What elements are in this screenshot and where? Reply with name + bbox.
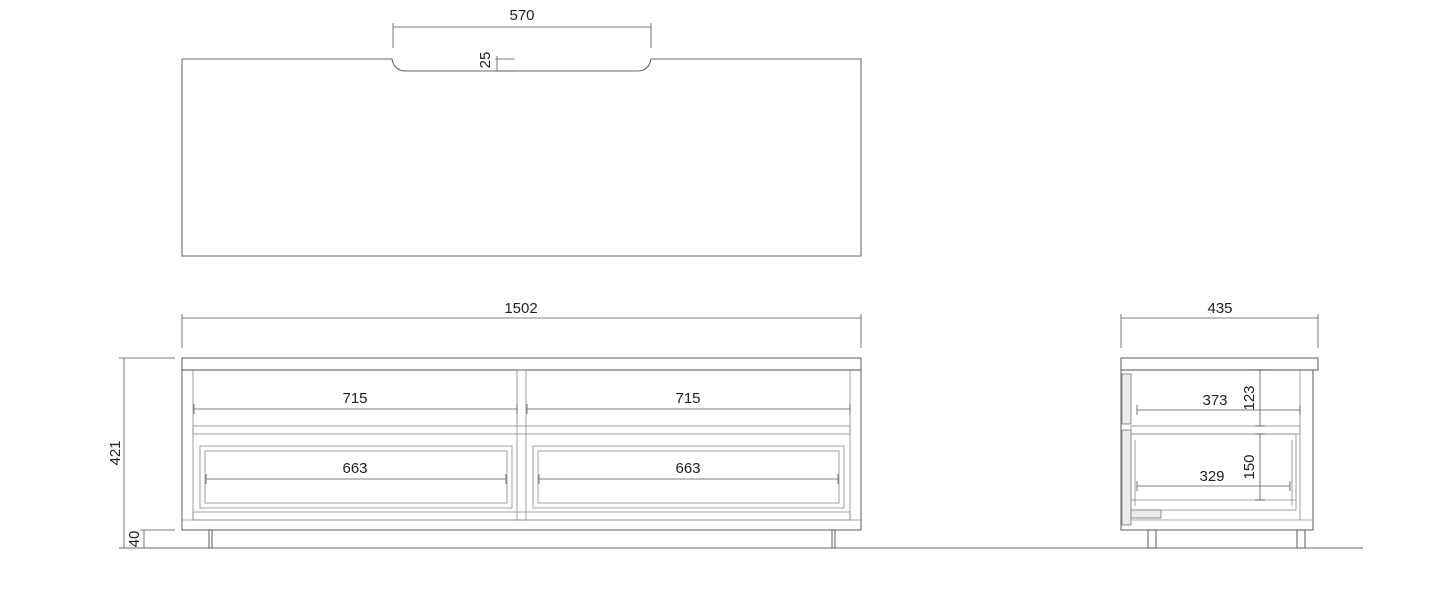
upper-right-width-label: 715 (675, 390, 700, 407)
front-top-board (181, 357, 862, 371)
overall-height-label: 421 (107, 440, 124, 465)
side-depth-label: 435 (1207, 300, 1232, 317)
drawer-left (199, 445, 513, 509)
side-depth-dimension: 435 (1120, 300, 1319, 348)
side-shelf-depth-label: 373 (1202, 392, 1227, 409)
top-view-outline (181, 58, 862, 257)
front-carcass (181, 369, 862, 531)
upper-left-width-label: 715 (342, 390, 367, 407)
drawer-right (532, 445, 845, 509)
side-upper-height-dimension: 123 (1241, 369, 1265, 427)
side-front-strip (1121, 373, 1132, 425)
upper-right-width-dimension: 715 (526, 390, 851, 414)
front-leg-left (208, 529, 213, 549)
notch-depth-label: 25 (477, 52, 494, 69)
upper-left-width-dimension: 715 (193, 390, 518, 414)
side-leg-back (1296, 529, 1306, 549)
side-shelf (1130, 425, 1301, 435)
front-bottom-board (192, 511, 851, 521)
side-drawer-depth-dimension: 329 (1136, 468, 1291, 491)
front-center-divider (516, 369, 527, 521)
side-drawer-depth-label: 329 (1199, 468, 1224, 485)
side-lower-height-label: 150 (1241, 454, 1258, 479)
lower-left-width-label: 663 (342, 460, 367, 477)
notch-width-label: 570 (509, 7, 534, 24)
lower-right-width-dimension: 663 (538, 460, 839, 484)
side-top-board (1120, 357, 1319, 371)
leg-height-label: 40 (126, 531, 143, 548)
side-view: 435 373 123 (1120, 300, 1319, 549)
side-drawer (1130, 433, 1297, 511)
side-panel (1120, 369, 1314, 531)
leg-height-dimension: 40 (126, 529, 175, 548)
top-view: 570 25 (181, 7, 862, 257)
lower-left-width-dimension: 663 (205, 460, 507, 484)
overall-height-dimension: 421 (107, 357, 175, 549)
side-shelf-depth-dimension: 373 (1136, 392, 1301, 415)
side-upper-height-label: 123 (1241, 385, 1258, 410)
notch-depth-dimension: 25 (477, 52, 515, 72)
notch-width-dimension: 570 (392, 7, 652, 48)
front-middle-shelf (192, 425, 851, 435)
front-view: 1502 715 (107, 300, 862, 549)
overall-width-label: 1502 (504, 300, 537, 317)
front-leg-right (831, 529, 836, 549)
lower-right-width-label: 663 (675, 460, 700, 477)
overall-width-dimension: 1502 (181, 300, 862, 348)
side-leg-front (1147, 529, 1157, 549)
side-lower-height-dimension: 150 (1241, 433, 1265, 501)
